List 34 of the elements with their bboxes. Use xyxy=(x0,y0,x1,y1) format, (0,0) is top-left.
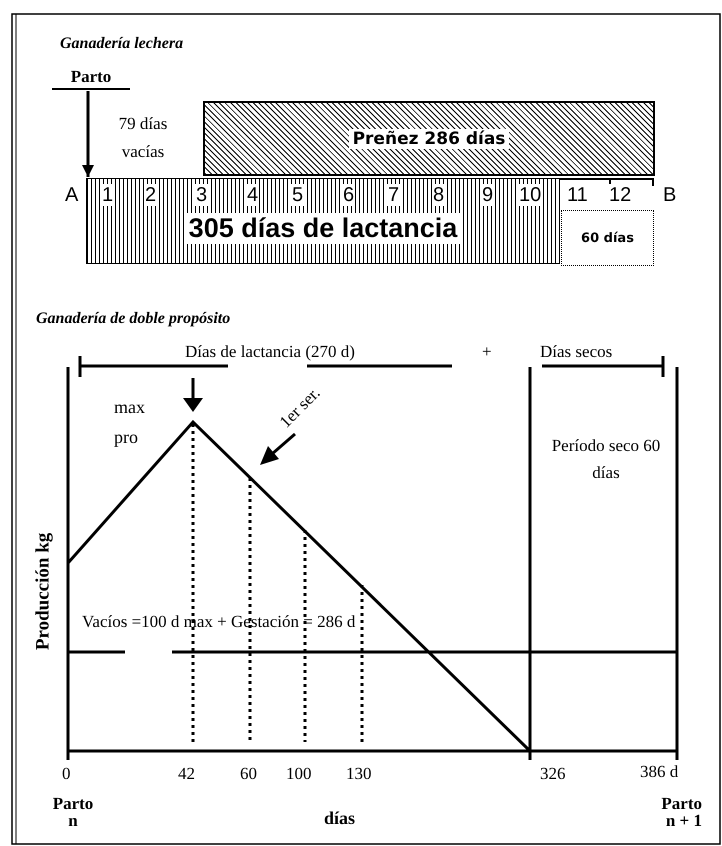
month-number: 4 xyxy=(246,184,260,206)
period-label: Días secos xyxy=(540,342,612,362)
period-label: Días de lactancia (270 d) xyxy=(185,342,355,362)
month-number: 5 xyxy=(291,184,304,206)
axis-title: Producción kg xyxy=(32,532,54,650)
peak-label: max pro xyxy=(114,396,146,449)
event-label: Parto n xyxy=(52,795,94,829)
dry-period-label: Período seco 60 días xyxy=(550,435,662,484)
section-heading: Ganadería de doble propósito xyxy=(36,309,230,328)
duration-text: 79 días vacías xyxy=(118,113,168,163)
section-heading: Ganadería lechera xyxy=(60,34,184,54)
event-label: Parto n + 1 xyxy=(660,795,702,829)
event-label: Parto xyxy=(52,66,130,90)
arrow xyxy=(82,91,94,177)
tick-label: 42 xyxy=(178,764,195,784)
axis-title: días xyxy=(324,808,356,830)
tick-label: 60 xyxy=(240,764,257,784)
pregnancy-bar: Preñez 286 días xyxy=(203,101,655,176)
month-number: 3 xyxy=(195,184,208,206)
month-number: 8 xyxy=(432,184,446,206)
dry-period-box: 60 días xyxy=(561,210,654,266)
month-number: 2 xyxy=(144,184,158,206)
month-number: 1 xyxy=(101,184,114,206)
month-number: 7 xyxy=(387,184,400,206)
month-number: 9 xyxy=(481,184,494,206)
service-label: 1er ser. xyxy=(276,383,325,432)
tick-label: 386 d xyxy=(640,762,678,782)
month-number: 6 xyxy=(342,184,356,206)
tick-label: 0 xyxy=(62,764,70,784)
tick-label: 130 xyxy=(346,764,372,784)
tick-label: 100 xyxy=(286,764,312,784)
plus-sign: + xyxy=(482,342,492,362)
month-number: 10 xyxy=(518,184,542,206)
tick-label: 326 xyxy=(540,764,566,784)
